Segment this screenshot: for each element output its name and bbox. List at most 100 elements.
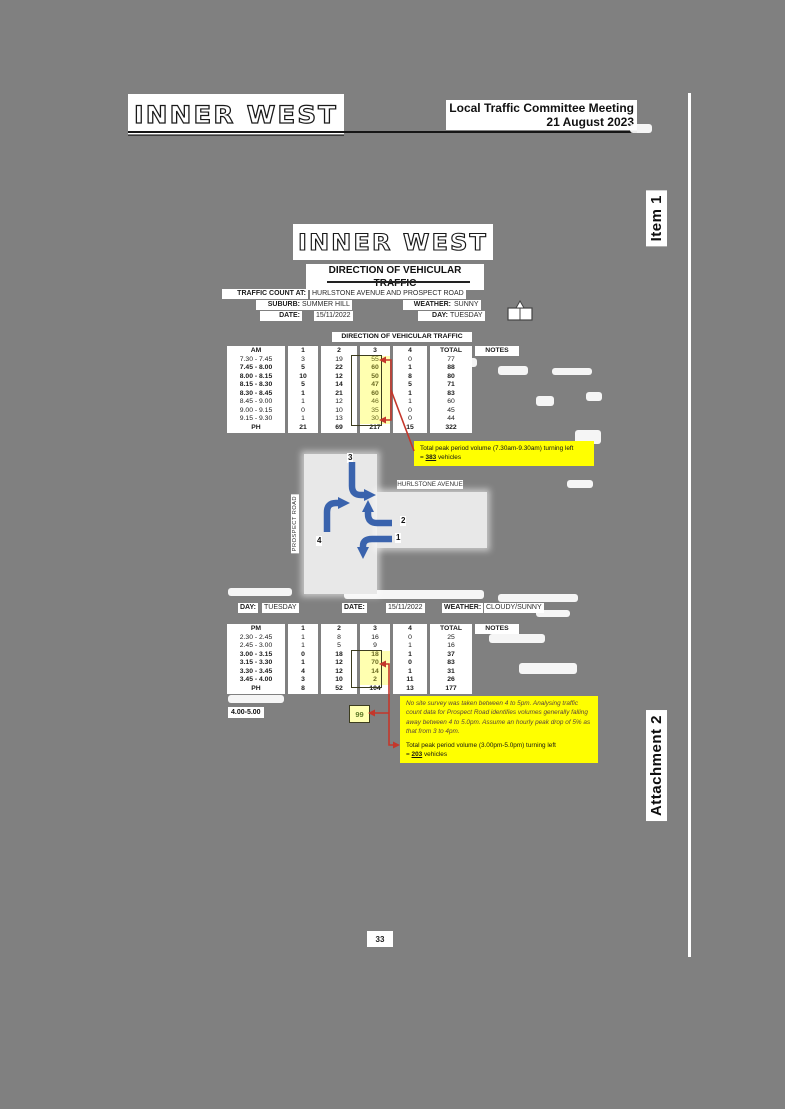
- movement-2-label: 2: [400, 516, 407, 526]
- count-cell: 14: [360, 668, 390, 677]
- count-cell: 1: [288, 659, 318, 668]
- count-cell: 50: [360, 373, 390, 382]
- count-cell: 12: [321, 659, 357, 668]
- count-cell: 1: [288, 390, 318, 399]
- suburb-value: SUMMER HILL: [300, 300, 352, 310]
- count-cell: 22: [321, 364, 357, 373]
- scan-artifact: [228, 588, 292, 596]
- day-label: DAY:: [418, 311, 450, 321]
- scan-artifact: [552, 368, 592, 375]
- count-cell: 1: [393, 651, 427, 660]
- scan-artifact: [567, 480, 593, 488]
- count-cell: 0: [393, 634, 427, 643]
- count-cell: [475, 677, 519, 686]
- count-cell: 18: [360, 651, 390, 660]
- scan-artifact: [344, 590, 484, 599]
- count-cell: 9: [360, 642, 390, 651]
- scan-artifact: [575, 430, 601, 444]
- count-cell: 69: [321, 424, 357, 433]
- count-cell: 10: [288, 373, 318, 382]
- count-cell: 1: [393, 668, 427, 677]
- weather-label: WEATHER:: [403, 300, 453, 310]
- column-header: TOTAL: [430, 346, 472, 356]
- count-cell: 10: [321, 407, 357, 416]
- column-header: 4: [393, 346, 427, 356]
- count-cell: [475, 424, 519, 433]
- pm-day-value: TUESDAY: [262, 603, 299, 613]
- count-cell: 5: [288, 381, 318, 390]
- count-cell: 8: [393, 373, 427, 382]
- count-cell: 1: [393, 364, 427, 373]
- column-header: 2: [321, 346, 357, 356]
- count-cell: 1: [393, 390, 427, 399]
- scan-artifact: [228, 695, 284, 703]
- count-cell: 3: [288, 676, 318, 685]
- count-cell: 12: [321, 668, 357, 677]
- scan-artifact: [536, 396, 554, 406]
- count-cell: 55: [360, 356, 390, 365]
- count-cell: 80: [430, 373, 472, 382]
- meeting-date: 21 August 2023: [546, 115, 634, 129]
- column-header: 1: [288, 624, 318, 634]
- scan-artifact: [498, 594, 578, 602]
- movement-1-label: 1: [395, 533, 402, 543]
- count-cell: 83: [430, 390, 472, 399]
- count-cell: [475, 634, 519, 643]
- count-cell: 1: [288, 642, 318, 651]
- count-cell: [475, 407, 519, 416]
- count-cell: [475, 382, 519, 391]
- count-cell: 60: [430, 398, 472, 407]
- count-cell: 1: [288, 415, 318, 424]
- column-header: NOTES: [475, 346, 519, 356]
- pm-peak-callout: No site survey was taken between 4 to 5p…: [400, 696, 598, 763]
- time-period-cell: 9.15 - 9.30: [227, 415, 285, 424]
- count-cell: 5: [321, 642, 357, 651]
- document-title: DIRECTION OF VEHICULAR TRAFFIC: [306, 264, 484, 290]
- count-cell: 44: [430, 415, 472, 424]
- count-cell: 26: [430, 676, 472, 685]
- pm-callout-note: No site survey was taken between 4 to 5p…: [406, 700, 591, 735]
- count-cell: 1: [393, 642, 427, 651]
- count-cell: 3: [288, 356, 318, 365]
- time-period-cell: 7.30 - 7.45: [227, 356, 285, 365]
- count-cell: 45: [430, 407, 472, 416]
- pm-estimated-volume-cell: 99: [349, 705, 370, 723]
- count-cell: [475, 685, 519, 694]
- am-callout-text: Total peak period volume (7.30am-9.30am)…: [420, 445, 574, 452]
- item-1-tab: Item 1: [646, 190, 667, 247]
- pm-date-value: 15/11/2022: [386, 603, 425, 613]
- scan-artifact: [586, 392, 602, 401]
- count-cell: 16: [430, 642, 472, 651]
- count-cell: [475, 668, 519, 677]
- count-cell: 70: [360, 659, 390, 668]
- date-value: 15/11/2022: [314, 311, 353, 321]
- count-cell: 52: [321, 685, 357, 694]
- count-cell: 35: [360, 407, 390, 416]
- day-value: TUESDAY: [448, 311, 485, 321]
- time-period-cell: 3.45 - 4.00: [227, 676, 285, 685]
- count-cell: 177: [430, 685, 472, 694]
- count-cell: 46: [360, 398, 390, 407]
- count-cell: 0: [393, 407, 427, 416]
- am-peak-callout: Total peak period volume (7.30am-9.30am)…: [414, 441, 594, 466]
- count-cell: 21: [321, 390, 357, 399]
- traffic-count-at-value: HURLSTONE AVENUE AND PROSPECT ROAD: [310, 289, 466, 299]
- count-cell: 8: [321, 634, 357, 643]
- column-header: NOTES: [475, 624, 519, 634]
- count-cell: 31: [430, 668, 472, 677]
- count-cell: 60: [360, 364, 390, 373]
- count-cell: [475, 399, 519, 408]
- column-header: PM: [227, 624, 285, 634]
- count-cell: 4: [288, 668, 318, 677]
- time-period-cell: 8.45 - 9.00: [227, 398, 285, 407]
- movement-3-label: 3: [347, 453, 354, 463]
- hurlstone-avenue-label: HURLSTONE AVENUE: [397, 480, 463, 489]
- weather-value: SUNNY: [452, 300, 481, 310]
- count-cell: 30: [360, 415, 390, 424]
- column-header: 3: [360, 346, 390, 356]
- count-cell: [475, 660, 519, 669]
- count-cell: [475, 651, 519, 660]
- time-period-cell: 2.45 - 3.00: [227, 642, 285, 651]
- scan-artifact: [630, 124, 652, 133]
- header-rule-secondary: [128, 135, 344, 136]
